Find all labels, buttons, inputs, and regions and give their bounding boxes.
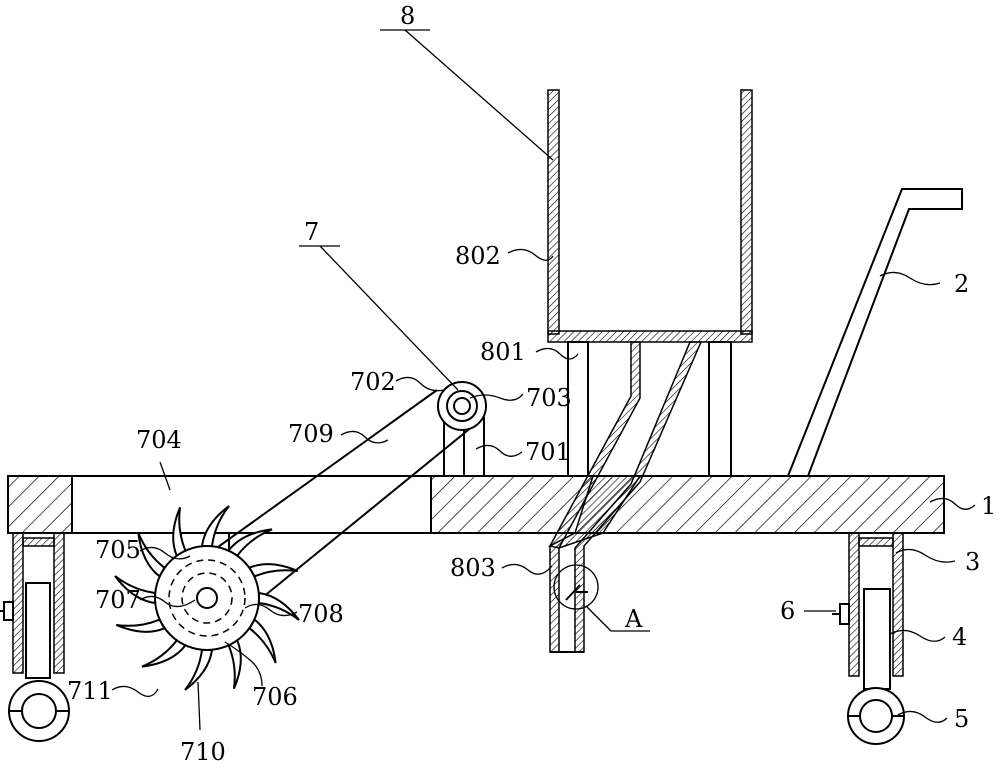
label-707: 707 xyxy=(95,586,141,614)
detail-a xyxy=(553,564,599,610)
rotor-blade xyxy=(258,591,300,621)
rotor-blades xyxy=(114,505,300,691)
detail-a-circle xyxy=(553,564,599,610)
label-5: 5 xyxy=(954,705,969,733)
rotor-pulley-hidden xyxy=(168,559,246,637)
frame-left-block xyxy=(7,475,73,534)
right-leg-wall-inner xyxy=(892,532,904,677)
label-801: 801 xyxy=(480,338,526,366)
frame xyxy=(7,475,945,549)
label-701: 701 xyxy=(525,438,571,466)
label-3: 3 xyxy=(965,548,980,576)
label-708: 708 xyxy=(298,600,344,628)
left-leg-wall-inner xyxy=(53,532,65,674)
feed-tube-cross-frame xyxy=(547,475,642,549)
support-right xyxy=(708,341,732,477)
right-leg xyxy=(832,532,905,745)
right-lock-bolt xyxy=(839,603,850,625)
label-4: 4 xyxy=(952,623,967,651)
left-leg xyxy=(0,532,70,742)
left-leg-wall-outer xyxy=(12,532,24,674)
hopper-right-wall xyxy=(740,89,753,335)
label-7: 7 xyxy=(304,218,319,246)
label-802: 802 xyxy=(455,242,501,270)
rotor-blade xyxy=(137,532,166,578)
label-702: 702 xyxy=(350,368,396,396)
left-leg-slide-rod xyxy=(25,582,51,679)
handle xyxy=(786,188,963,477)
handle-bar xyxy=(786,188,963,477)
rotor-blade xyxy=(248,618,277,664)
label-706: 706 xyxy=(252,683,298,711)
label-705: 705 xyxy=(95,536,141,564)
rotor-blade xyxy=(248,563,299,578)
valve-flap xyxy=(565,584,581,601)
rotor-blade xyxy=(184,649,214,691)
rotor-blade xyxy=(115,618,166,633)
rotor-blade xyxy=(227,639,242,690)
belt-lower xyxy=(251,421,479,607)
label-703: 703 xyxy=(526,384,572,412)
right-leg-slide-rod xyxy=(863,588,891,690)
rotor-blade xyxy=(172,506,187,557)
right-leg-wall-outer xyxy=(848,532,860,677)
tilling-mechanism xyxy=(114,381,487,691)
frame-right-block xyxy=(430,475,945,534)
rotor-shaft-hidden xyxy=(181,572,233,624)
rotor-blade xyxy=(141,639,187,668)
label-803: 803 xyxy=(450,554,496,582)
label-6: 6 xyxy=(780,597,795,625)
right-leg-cap xyxy=(858,537,894,547)
label-704: 704 xyxy=(136,426,182,454)
leader-lines xyxy=(111,29,976,731)
label-711: 711 xyxy=(67,677,113,705)
label-1: 1 xyxy=(981,492,996,520)
left-leg-cap xyxy=(22,537,55,547)
rotor-blade xyxy=(200,505,230,547)
left-lock-bolt xyxy=(3,601,14,621)
rotor-axle xyxy=(196,587,218,609)
label-2: 2 xyxy=(954,270,969,298)
hopper-left-wall xyxy=(547,89,560,335)
label-709: 709 xyxy=(288,420,334,448)
motor-shaft xyxy=(453,397,471,415)
hopper-bottom xyxy=(547,330,753,343)
rotor-blade xyxy=(227,528,273,557)
left-wheel-hub xyxy=(21,693,57,729)
right-wheel-hub xyxy=(859,699,893,733)
label-710: 710 xyxy=(180,738,226,766)
part-labels: 8 7 802 801 702 703 709 701 704 2 1 3 6 … xyxy=(67,2,996,766)
hopper-supports xyxy=(567,341,732,477)
label-8: 8 xyxy=(400,2,415,30)
hopper xyxy=(547,89,753,343)
label-a: A xyxy=(624,605,643,633)
